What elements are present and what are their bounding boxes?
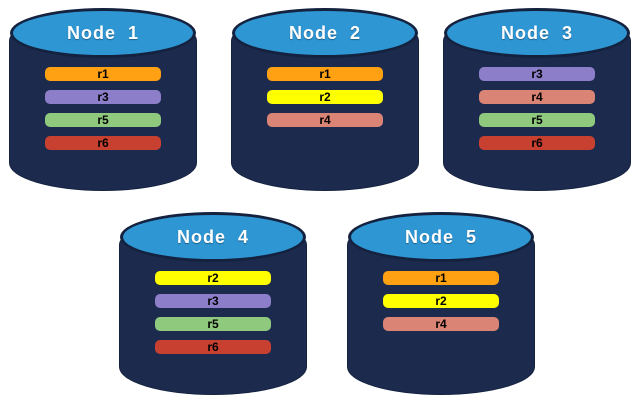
replica-bar-list: r1 r2 r4	[267, 67, 383, 136]
node-title: Node 3	[500, 22, 573, 43]
replica-bar: r5	[45, 113, 161, 127]
replica-bar: r6	[479, 136, 595, 150]
replica-bar: r4	[479, 90, 595, 104]
replica-bar: r5	[479, 113, 595, 127]
replica-bar-list: r3 r4 r5 r6	[479, 67, 595, 159]
node-title: Node 2	[288, 22, 361, 43]
node-cylinder-3: Node 3 r3 r4 r5 r6	[444, 8, 630, 190]
replica-bar: r6	[155, 340, 271, 354]
replica-bar: r1	[383, 271, 499, 285]
cylinder-top: Node 4	[120, 212, 306, 262]
cylinder-body	[120, 237, 306, 394]
cylinder-body	[348, 237, 534, 394]
cylinder-top: Node 3	[444, 8, 630, 58]
replica-bar-list: r2 r3 r5 r6	[155, 271, 271, 363]
node-cylinder-4: Node 4 r2 r3 r5 r6	[120, 212, 306, 394]
cylinder-top: Node 2	[232, 8, 418, 58]
replica-bar: r6	[45, 136, 161, 150]
replica-bar: r4	[383, 317, 499, 331]
replica-bar: r1	[45, 67, 161, 81]
cylinder-body	[10, 33, 196, 190]
cylinder-top: Node 1	[10, 8, 196, 58]
replica-bar: r2	[383, 294, 499, 308]
node-title: Node 4	[176, 226, 249, 247]
replica-bar: r3	[45, 90, 161, 104]
replica-bar: r2	[267, 90, 383, 104]
replica-bar: r3	[479, 67, 595, 81]
cylinder-body	[444, 33, 630, 190]
replica-bar: r4	[267, 113, 383, 127]
node-cylinder-1: Node 1 r1 r3 r5 r6	[10, 8, 196, 190]
replica-bar-list: r1 r3 r5 r6	[45, 67, 161, 159]
replica-bar: r1	[267, 67, 383, 81]
replica-bar: r3	[155, 294, 271, 308]
node-cylinder-5: Node 5 r1 r2 r4	[348, 212, 534, 394]
replica-bar-list: r1 r2 r4	[383, 271, 499, 340]
replica-bar: r2	[155, 271, 271, 285]
node-title: Node 5	[404, 226, 477, 247]
cylinder-top: Node 5	[348, 212, 534, 262]
cylinder-body	[232, 33, 418, 190]
node-title: Node 1	[66, 22, 139, 43]
node-cylinder-2: Node 2 r1 r2 r4	[232, 8, 418, 190]
replica-bar: r5	[155, 317, 271, 331]
